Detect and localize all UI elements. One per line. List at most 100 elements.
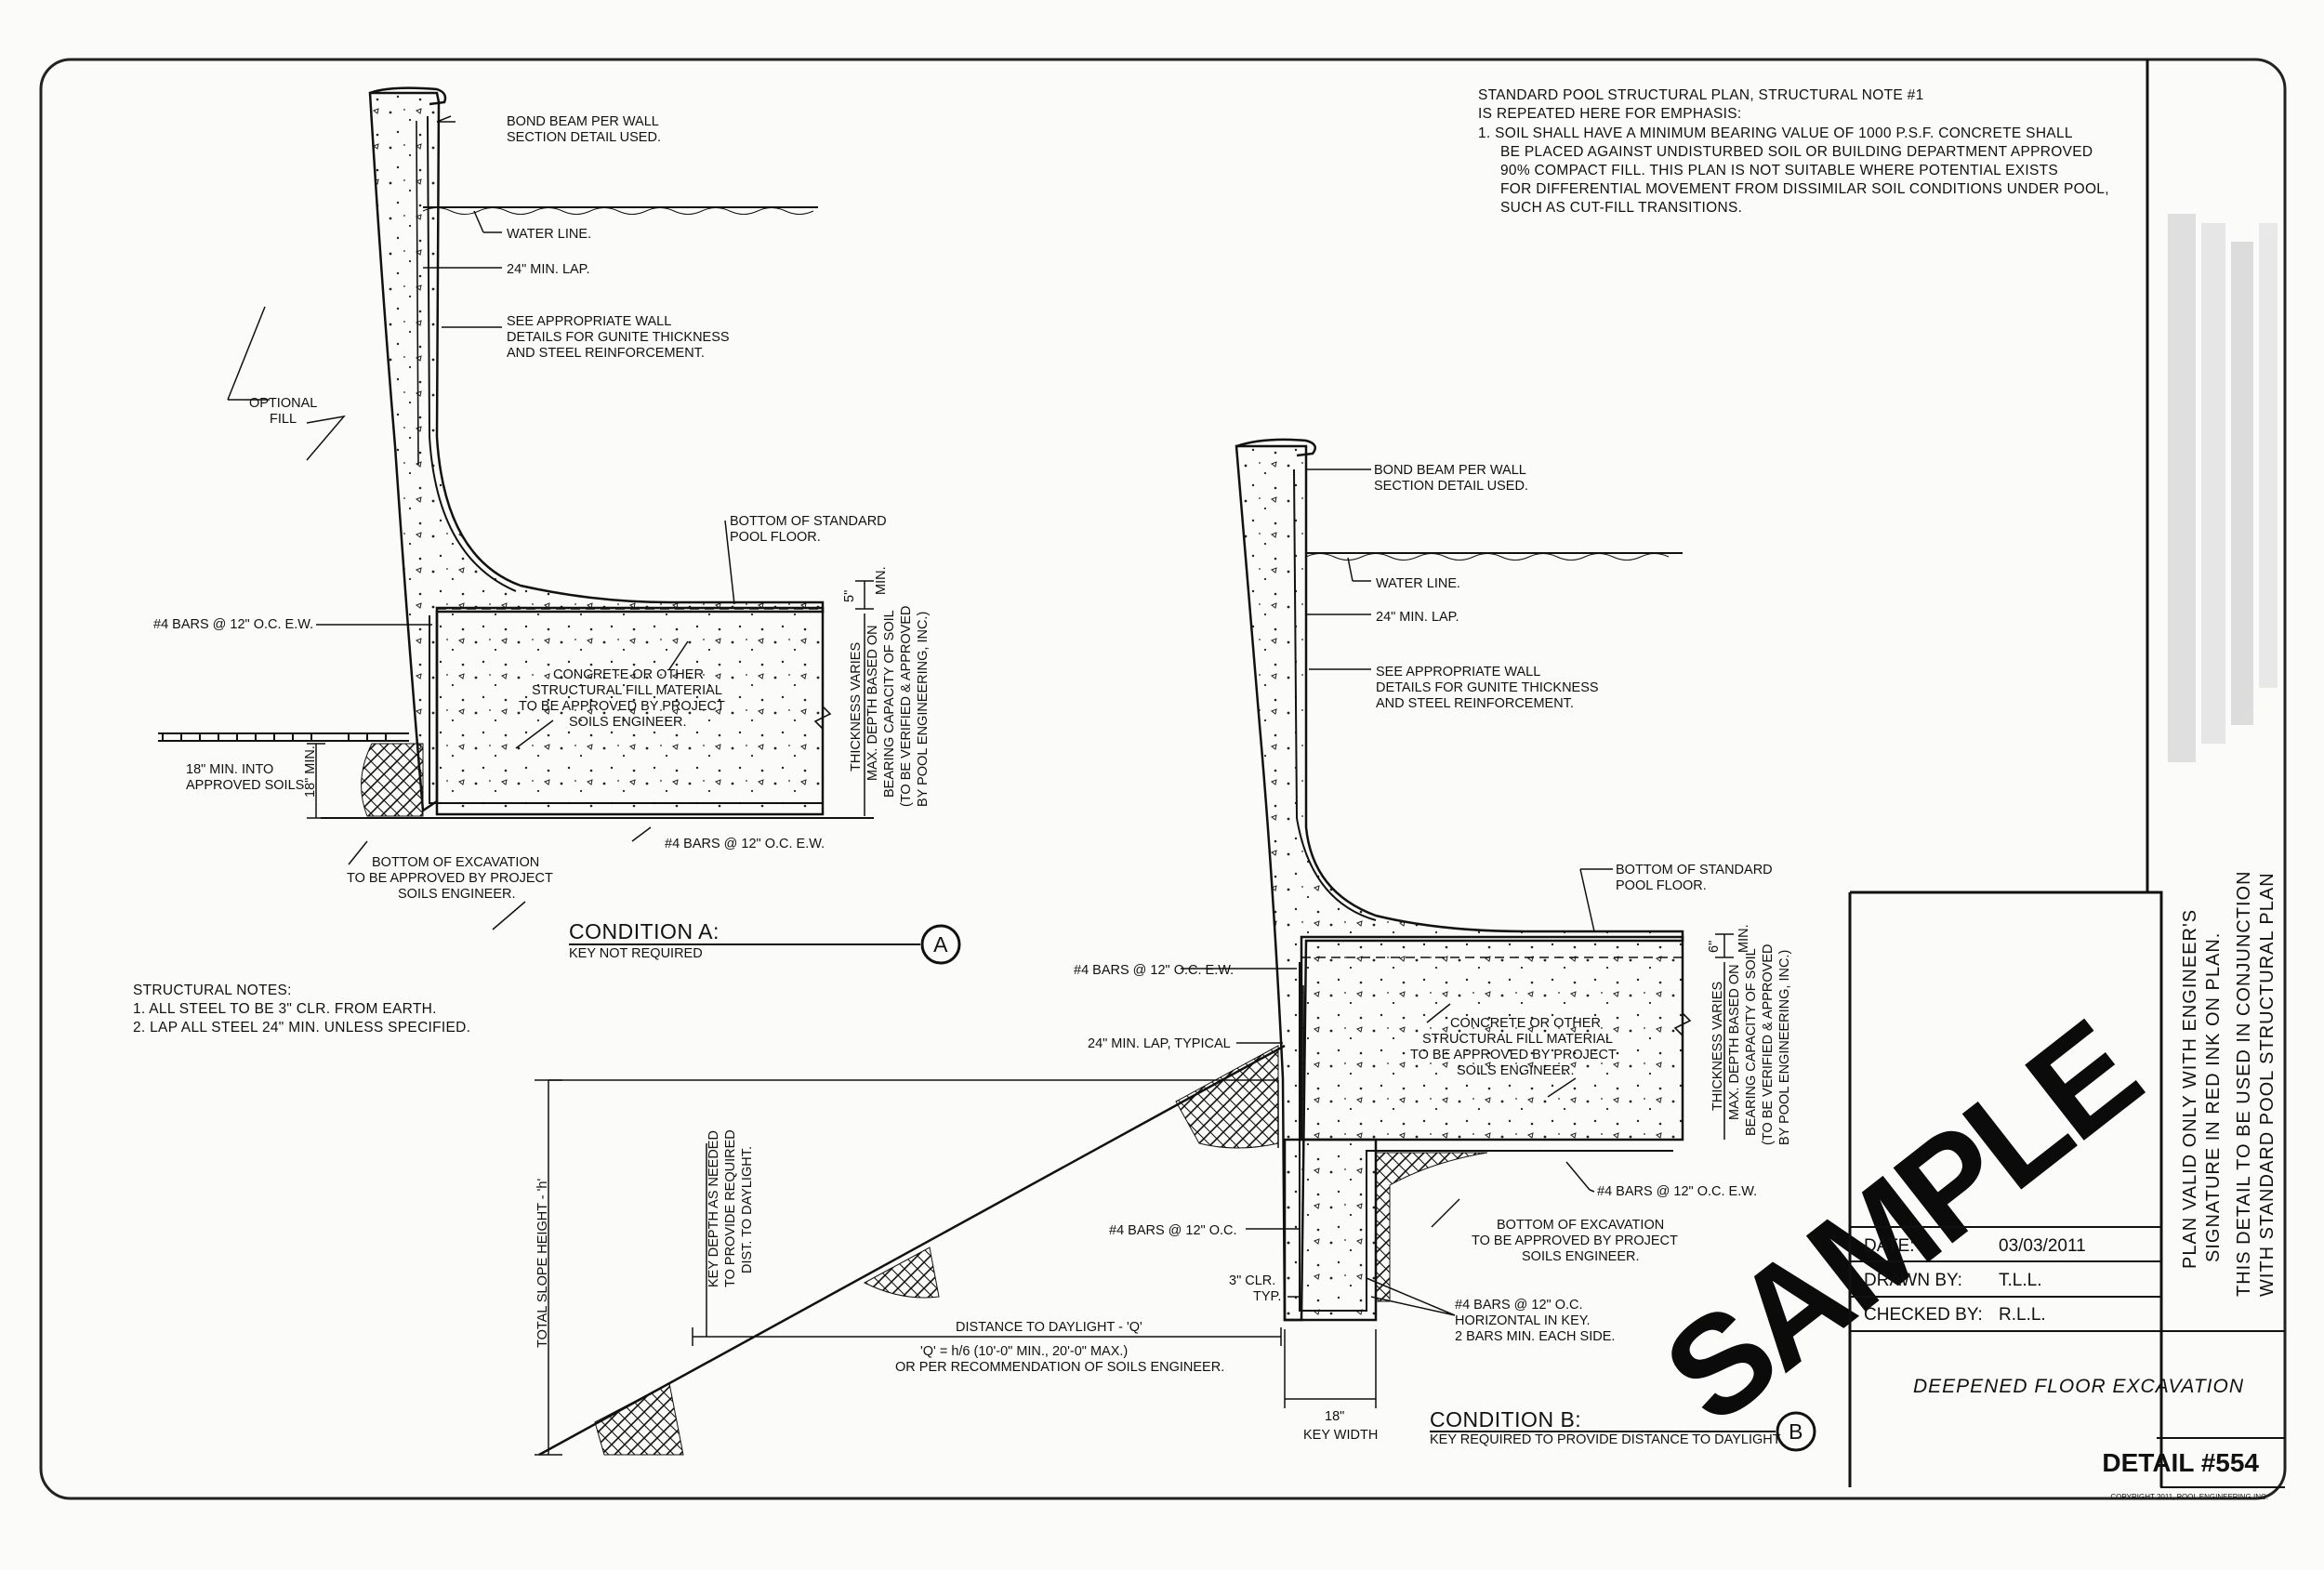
condition-b-concrete-3: TO BE APPROVED BY PROJECT xyxy=(1410,1048,1617,1062)
condition-b-slope-height: TOTAL SLOPE HEIGHT - 'h' xyxy=(535,1178,550,1348)
condition-b-title: CONDITION B: xyxy=(1430,1407,1581,1431)
drawn-by-value: T.L.L. xyxy=(1999,1271,2041,1290)
sheet-border xyxy=(39,58,2287,1500)
condition-b-thickness-4: (TO BE VERIFIED & APPROVED xyxy=(1761,944,1776,1145)
condition-b-water-line: WATER LINE. xyxy=(1376,576,1460,591)
condition-b-daylight: DISTANCE TO DAYLIGHT - 'Q' xyxy=(956,1320,1142,1335)
note-top-line-2: BE PLACED AGAINST UNDISTURBED SOIL OR BU… xyxy=(1500,144,2093,160)
title-block: DATE: 03/03/2011 DRAWN BY: T.L.L. CHECKE… xyxy=(1848,59,2285,1501)
condition-b-clr-2: TYP. xyxy=(1253,1289,1281,1304)
condition-b-concrete-1: CONCRETE OR OTHER xyxy=(1450,1016,1601,1031)
condition-b-key xyxy=(1283,1138,1378,1322)
condition-a-bond-beam-2: SECTION DETAIL USED. xyxy=(507,130,661,145)
condition-b-thickness-3: BEARING CAPACITY OF SOIL xyxy=(1744,948,1759,1136)
condition-a-lap: 24" MIN. LAP. xyxy=(507,262,590,277)
condition-b-exc-2: TO BE APPROVED BY PROJECT xyxy=(1472,1234,1678,1248)
engineer-seal xyxy=(2168,214,2278,762)
condition-b-concrete-4: SOILS ENGINEER. xyxy=(1457,1063,1575,1078)
side-note-3: THIS DETAIL TO BE USED IN CONJUNCTION xyxy=(2234,870,2254,1297)
condition-b-bars-left: #4 BARS @ 12" O.C. E.W. xyxy=(1074,963,1234,978)
condition-b-horiz-3: 2 BARS MIN. EACH SIDE. xyxy=(1455,1329,1615,1344)
condition-b-horiz-1: #4 BARS @ 12" O.C. xyxy=(1455,1298,1583,1313)
condition-b-wall-3: AND STEEL REINFORCEMENT. xyxy=(1376,696,1574,711)
condition-a-into-2: APPROVED SOILS. xyxy=(186,778,308,793)
condition-a-marker: A xyxy=(933,932,948,957)
condition-b-key-dim: 18" xyxy=(1325,1409,1344,1424)
note-top-title-2: IS REPEATED HERE FOR EMPHASIS: xyxy=(1478,106,1741,122)
condition-b-lap-typ: 24" MIN. LAP, TYPICAL xyxy=(1088,1036,1231,1051)
condition-b-marker: B xyxy=(1789,1419,1803,1444)
condition-b-bars-right: #4 BARS @ 12" O.C. E.W. xyxy=(1597,1184,1757,1199)
condition-b-thickness-2: MAX. DEPTH BASED ON xyxy=(1727,964,1742,1120)
checked-by-value: R.L.L. xyxy=(1999,1305,2046,1325)
condition-b-exc-1: BOTTOM OF EXCAVATION xyxy=(1497,1218,1664,1233)
detail-number: DETAIL #554 xyxy=(2102,1448,2259,1477)
condition-b-thickness-5: BY POOL ENGINEERING, INC.) xyxy=(1777,950,1792,1145)
condition-b-wall-1: SEE APPROPRIATE WALL xyxy=(1376,665,1540,679)
date-label: DATE: xyxy=(1864,1236,1915,1256)
condition-b-wall-2: DETAILS FOR GUNITE THICKNESS xyxy=(1376,680,1599,695)
condition-a-wall-2: DETAILS FOR GUNITE THICKNESS xyxy=(507,330,730,345)
structural-notes-title: STRUCTURAL NOTES: xyxy=(133,983,292,998)
condition-a-thickness-2: MAX. DEPTH BASED ON xyxy=(865,625,880,781)
structural-note-1: 1. ALL STEEL TO BE 3" CLR. FROM EARTH. xyxy=(133,1001,437,1017)
condition-b-bond-beam-1: BOND BEAM PER WALL xyxy=(1374,463,1526,478)
condition-a-exc-1: BOTTOM OF EXCAVATION xyxy=(372,855,539,870)
condition-b-key-width: KEY WIDTH xyxy=(1303,1428,1378,1443)
condition-b-thickness-1: THICKNESS VARIES xyxy=(1710,982,1725,1111)
condition-a-into-1: 18" MIN. INTO xyxy=(186,762,273,777)
condition-b-floor-1: BOTTOM OF STANDARD xyxy=(1616,863,1773,877)
condition-a-concrete-1: CONCRETE OR OTHER xyxy=(553,667,704,682)
condition-a-thickness-5: BY POOL ENGINEERING, INC.) xyxy=(916,612,931,807)
drawing-title: DEEPENED FLOOR EXCAVATION xyxy=(1913,1376,2244,1397)
condition-a-concrete-4: SOILS ENGINEER. xyxy=(569,715,687,730)
note-top-line-5: SUCH AS CUT-FILL TRANSITIONS. xyxy=(1500,200,1742,216)
note-top-line-1: 1. SOIL SHALL HAVE A MINIMUM BEARING VAL… xyxy=(1478,125,2073,141)
condition-a-thickness-3: BEARING CAPACITY OF SOIL xyxy=(882,610,897,798)
condition-a-concrete-3: TO BE APPROVED BY PROJECT xyxy=(519,699,725,714)
condition-a-dim18: 18" MIN. xyxy=(303,745,318,798)
condition-a-exc-3: SOILS ENGINEER. xyxy=(398,887,516,902)
side-note-2: SIGNATURE IN RED INK ON PLAN. xyxy=(2203,932,2224,1262)
note-top-line-3: 90% COMPACT FILL. THIS PLAN IS NOT SUITA… xyxy=(1500,163,2058,178)
condition-a-fill-block xyxy=(435,606,825,816)
drawn-by-label: DRAWN BY: xyxy=(1864,1271,1962,1290)
condition-a-water-line: WATER LINE. xyxy=(507,227,591,242)
condition-b-min6: 6" xyxy=(1707,941,1722,953)
condition-a-exc-2: TO BE APPROVED BY PROJECT xyxy=(347,871,553,886)
side-note-4: WITH STANDARD POOL STRUCTURAL PLAN xyxy=(2257,872,2278,1297)
condition-b-bars-key: #4 BARS @ 12" O.C. xyxy=(1109,1223,1237,1238)
condition-a-subtitle: KEY NOT REQUIRED xyxy=(569,946,703,961)
note-top-line-4: FOR DIFFERENTIAL MOVEMENT FROM DISSIMILA… xyxy=(1500,181,2109,197)
condition-b-key-depth-2: TO PROVIDE REQUIRED xyxy=(723,1129,738,1287)
condition-a-thickness-4: (TO BE VERIFIED & APPROVED xyxy=(899,606,914,807)
condition-b-bond-beam-2: SECTION DETAIL USED. xyxy=(1374,479,1528,494)
condition-b-formula-2: OR PER RECOMMENDATION OF SOILS ENGINEER. xyxy=(895,1360,1224,1375)
condition-a-fill-2: FILL xyxy=(270,412,297,427)
condition-b-horiz-2: HORIZONTAL IN KEY. xyxy=(1455,1313,1591,1328)
condition-b-wall xyxy=(1235,444,1684,1322)
condition-b-formula-1: 'Q' = h/6 (10'-0" MIN., 20'-0" MAX.) xyxy=(920,1344,1128,1359)
condition-a-floor-2: POOL FLOOR. xyxy=(730,530,821,545)
side-note-1: PLAN VALID ONLY WITH ENGINEER'S xyxy=(2180,909,2200,1269)
condition-a-wall-3: AND STEEL REINFORCEMENT. xyxy=(507,346,705,361)
condition-b-exc-3: SOILS ENGINEER. xyxy=(1522,1249,1640,1264)
condition-b-key-depth-3: DIST. TO DAYLIGHT. xyxy=(740,1146,755,1273)
structural-notes: STRUCTURAL NOTES: 1. ALL STEEL TO BE 3" … xyxy=(133,983,470,1036)
condition-a-marker-circle xyxy=(920,924,961,965)
condition-a-detail: A CONDITION A: KEY NOT REQUIRED BOND BEA… xyxy=(153,86,961,965)
condition-a-bond-beam-1: BOND BEAM PER WALL xyxy=(507,114,659,129)
checked-by-label: CHECKED BY: xyxy=(1864,1305,1983,1325)
condition-b-concrete-2: STRUCTURAL FILL MATERIAL xyxy=(1422,1032,1613,1047)
copyright: COPYRIGHT 2011, POOL ENGINEERING INC. xyxy=(2110,1493,2268,1501)
condition-b-fill-block xyxy=(1300,935,1684,1141)
date-value: 03/03/2011 xyxy=(1999,1236,2086,1256)
condition-b-floor-2: POOL FLOOR. xyxy=(1616,878,1707,893)
condition-b-subtitle: KEY REQUIRED TO PROVIDE DISTANCE TO DAYL… xyxy=(1430,1432,1781,1447)
note-top-title-1: STANDARD POOL STRUCTURAL PLAN, STRUCTURA… xyxy=(1478,87,1924,103)
condition-b-detail: B CONDITION B: KEY REQUIRED TO PROVIDE D… xyxy=(535,438,1816,1457)
condition-a-min5: 5" xyxy=(842,590,857,602)
condition-a-floor-1: BOTTOM OF STANDARD xyxy=(730,514,887,529)
condition-a-title: CONDITION A: xyxy=(569,919,720,943)
